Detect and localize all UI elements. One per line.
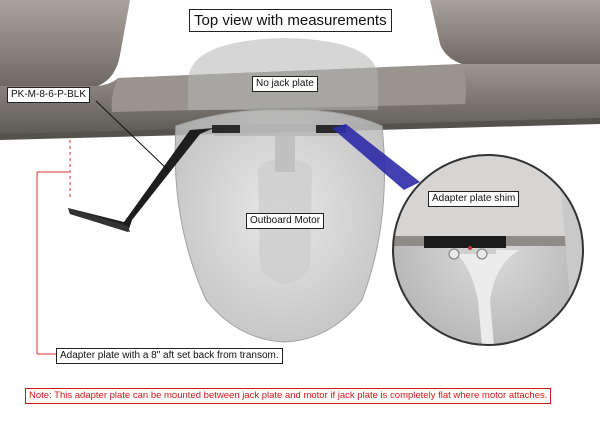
mounting-note: Note: This adapter plate can be mounted … [25,388,552,404]
zoom-inset [392,154,584,346]
setback-dimension [36,140,71,355]
adapter-bracket [68,128,214,232]
diagram-title: Top view with measurements [189,9,392,32]
part-number-label: PK-M-8-6-P-BLK [7,87,91,103]
adapter-plate-shim-label: Adapter plate shim [428,191,520,207]
zoom-beam [332,124,420,190]
adapter-setback-label: Adapter plate with a 8" aft set back fro… [56,348,283,364]
no-jack-plate-label: No jack plate [252,76,318,92]
outboard-motor-label: Outboard Motor [246,213,325,229]
part-leader-line [95,100,169,171]
